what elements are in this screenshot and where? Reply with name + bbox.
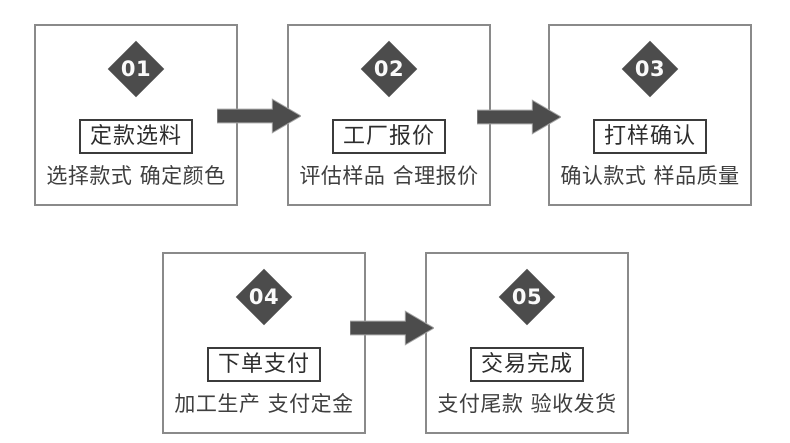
- step-title: 定款选料: [78, 119, 193, 155]
- step-number: 05: [511, 284, 543, 309]
- step-number: 04: [248, 284, 280, 309]
- step-box-3: 03 打样确认 确认款式 样品质量: [548, 24, 752, 206]
- step-description: 加工生产 支付定金: [174, 392, 354, 417]
- right-arrow-icon: [350, 310, 434, 346]
- step-title: 打样确认: [592, 119, 707, 155]
- step-box-2: 02 工厂报价 评估样品 合理报价: [287, 24, 491, 206]
- step-title: 工厂报价: [331, 119, 446, 155]
- step-number-badge: 05: [498, 268, 556, 326]
- step-number: 03: [634, 56, 666, 81]
- step-box-4: 04 下单支付 加工生产 支付定金: [162, 252, 366, 434]
- step-number: 02: [373, 56, 405, 81]
- step-box-1: 01 定款选料 选择款式 确定颜色: [34, 24, 238, 206]
- step-description: 支付尾款 验收发货: [437, 392, 617, 417]
- right-arrow-icon: [217, 98, 301, 134]
- step-number-badge: 04: [235, 268, 293, 326]
- step-description: 评估样品 合理报价: [299, 164, 479, 189]
- step-title: 交易完成: [469, 347, 584, 383]
- right-arrow-icon: [477, 99, 561, 135]
- step-box-5: 05 交易完成 支付尾款 验收发货: [425, 252, 629, 434]
- step-description: 选择款式 确定颜色: [46, 164, 226, 189]
- step-title: 下单支付: [206, 347, 321, 383]
- step-number: 01: [120, 56, 152, 81]
- step-description: 确认款式 样品质量: [560, 164, 740, 189]
- step-number-badge: 03: [621, 40, 679, 98]
- step-number-badge: 02: [360, 40, 418, 98]
- step-number-badge: 01: [107, 40, 165, 98]
